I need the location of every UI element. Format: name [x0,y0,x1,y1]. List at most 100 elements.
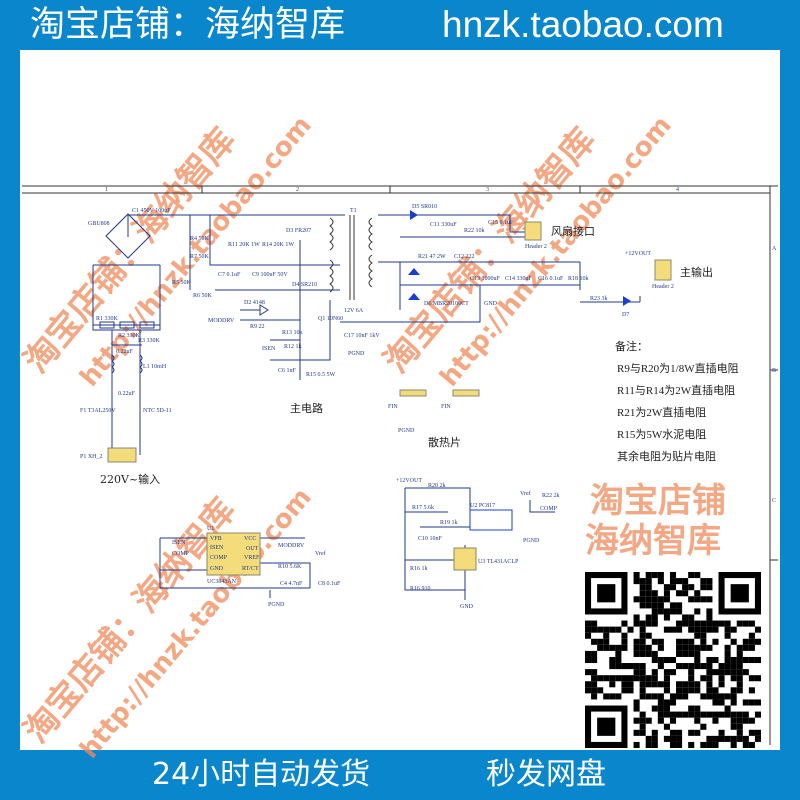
qr-module [748,687,755,694]
qr-module [676,650,683,657]
grid-col: 1 [105,187,108,193]
qr-module [736,681,743,688]
qr-module [730,669,737,676]
qr-module [645,596,652,603]
qr-module [645,614,652,621]
qr-module [585,656,592,664]
qr-module [657,608,664,615]
qr-module [730,638,737,645]
qr-module [730,693,737,700]
qr-code[interactable] [585,572,761,748]
qr-module [615,663,622,670]
qr-module [748,741,755,748]
component-label: D5 SR010 [412,204,437,210]
qr-module [748,632,755,639]
qr-module [700,620,707,627]
qr-module [651,656,658,664]
qr-module [657,644,664,651]
qr-module [706,656,713,664]
component-label: R4 50K [190,236,210,242]
qr-module [651,650,658,657]
qr-module [730,723,737,730]
schematic-element [111,354,143,374]
qr-module [718,735,725,742]
output-connector [654,259,672,281]
qr-module [597,626,604,633]
qr-module [663,681,670,688]
qr-module [657,699,664,706]
qr-module [742,735,749,742]
qr-module [657,663,664,670]
qr-module [633,741,640,748]
qr-module [639,596,646,603]
qr-module [639,693,646,700]
qr-module [706,644,713,651]
qr-module [682,584,689,591]
qr-module [633,572,640,579]
component-label: FIN [388,404,398,410]
qr-module [724,663,731,670]
qr-module [639,711,646,718]
qr-module [730,626,737,633]
qr-module [609,693,616,700]
qr-module [676,735,683,742]
qr-module [597,644,604,651]
heatsinks: FIN FIN PGND 散热片 [388,389,480,449]
qr-module [688,741,695,748]
qr-module [694,729,701,736]
qr-module [657,572,664,579]
qr-module [645,650,652,657]
watermark-corner: 海纳智库 [585,521,721,561]
qr-module [669,572,677,579]
qr-module [682,578,689,585]
grid-row: C [772,498,776,504]
qr-module [688,644,695,651]
qr-module [742,717,749,724]
input-label: 220V~输入 [100,472,160,486]
qr-module [639,675,646,682]
qr-module [639,644,646,651]
qr-module [706,741,713,748]
qr-module [676,578,683,585]
qr-module [591,687,598,694]
component-label: Q1 10N60 [318,316,343,322]
qr-module [748,717,755,724]
qr-module [682,693,689,700]
footer-right: 秒发网盘 [486,757,606,792]
component-label: R6 50K [193,293,213,299]
watermark-corner: 淘宝店铺 [590,481,726,521]
qr-module [669,735,677,742]
qr-module [597,675,604,682]
qr-module [585,681,592,688]
qr-module [645,681,652,688]
header-banner: 淘宝店铺：海纳智库 hnzk.taobao.com [0,0,800,50]
qr-module [651,590,658,597]
qr-module [627,626,634,633]
qr-module [621,687,628,694]
qr-module [591,681,598,688]
qr-module [718,693,725,700]
qr-module [682,687,689,694]
qr-module [676,729,683,736]
grid-col: 2 [296,187,299,193]
qr-module [645,584,652,591]
qr-module [706,735,713,742]
qr-module [748,675,755,682]
qr-module [633,717,640,724]
qr-module [712,687,719,694]
qr-module [688,620,695,627]
qr-module [712,669,719,676]
qr-module [742,644,749,651]
qr-module [748,644,755,651]
qr-module [627,687,634,694]
qr-module [651,735,658,742]
component-label: FIN [441,404,451,410]
qr-module [585,626,592,633]
qr-module [591,669,598,676]
component-label: R14 20K 1W [262,242,294,248]
qr-module [724,735,731,742]
qr-module [633,675,640,682]
schematic-element [189,215,340,380]
schematic-element [139,321,155,329]
qr-module [682,614,689,621]
